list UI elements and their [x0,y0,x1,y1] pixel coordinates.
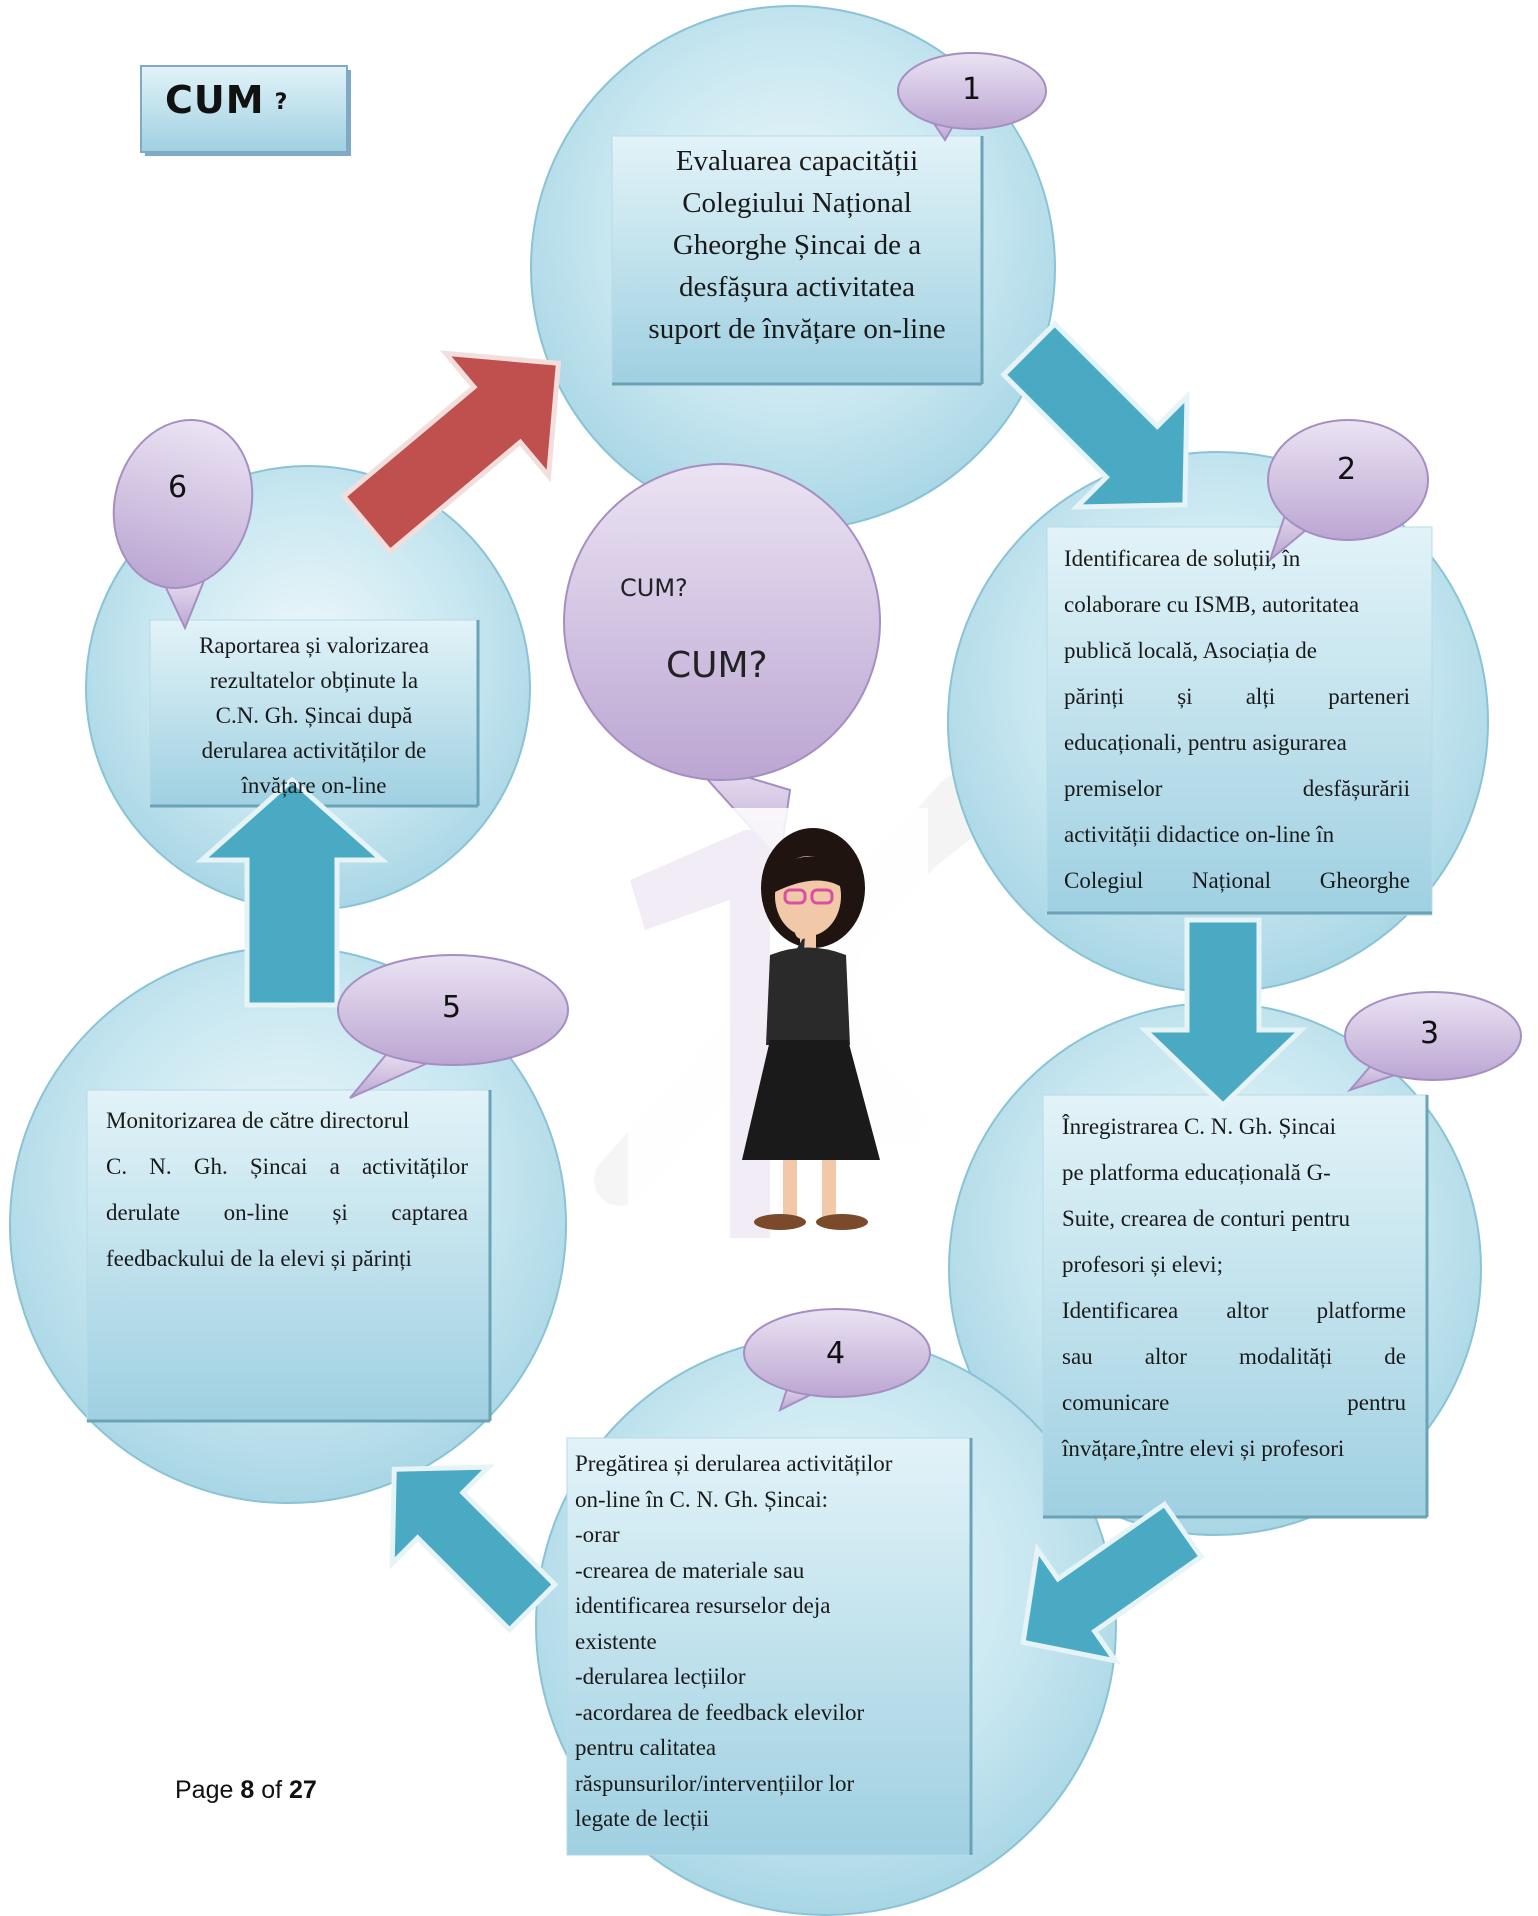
step-4-number: 4 [826,1336,846,1371]
arrow-4-to-5 [389,1464,559,1634]
page-title: CUM? [165,78,289,122]
step-5-line: C. N. Gh. Șincai a activităților [106,1154,468,1179]
step-6-bubble [112,419,254,631]
step-1-bubble [897,52,1047,142]
arrow-2-to-3 [1138,917,1308,1109]
step-2-box [1046,526,1433,916]
step-1-number: 1 [962,72,982,107]
arrow-3-to-4 [1020,1500,1205,1665]
step-4-line: identificarea resurselor deja [575,1593,831,1618]
step-2-line: educaționali, pentru asigurarea [1064,730,1347,755]
step-5-bubble [337,954,569,1099]
step-2-line: Identificarea de soluții, în [1064,546,1301,571]
step-2-number: 2 [1337,452,1357,487]
center-question-small: CUM? [620,574,688,602]
step-3-line: Înregistrarea C. N. Gh. Șincai [1062,1114,1337,1139]
step-5-line: Monitorizarea de către directorul [106,1108,410,1133]
step-3-text: Înregistrarea C. N. Gh. Șincai pe platfo… [1062,1104,1406,1472]
step-4-line: -derularea lecțiilor [575,1664,746,1689]
step-6-number: 6 [168,470,188,505]
step-2-bubble [1267,419,1429,564]
step-1-text: Evaluarea capacității Colegiului Naționa… [612,140,982,350]
step-2-line: Colegiul Național Gheorghe [1064,868,1410,893]
title-box [140,65,351,156]
step-3-line: învățare,între elevi și profesori [1062,1436,1345,1461]
step-2-line: publică locală, Asociația de [1064,638,1317,663]
arrow-5-to-6 [195,776,389,1008]
step-5-box [86,1089,491,1422]
step-3-line: pe platforma educațională G- [1062,1160,1331,1185]
step-4-line: -orar [575,1522,620,1547]
step-1-line: Gheorghe Șincai de a [672,229,922,261]
step-4-text: Pregătirea și derularea activităților on… [575,1446,967,1837]
step-5-text: Monitorizarea de către directorul C. N. … [106,1098,468,1282]
step-5-line: derulate on-line și captarea [106,1200,468,1225]
step-6-line: derularea activităților de [201,738,427,763]
step-1-line: desfășura activitatea [679,271,915,303]
step-3-line: sau altor modalități de [1062,1344,1406,1369]
step-4-line: răspunsurilor/intervențiilor lor [575,1770,855,1796]
step-6-line: învățare on-line [241,773,387,798]
step-4-bubble [743,1308,931,1412]
step-4-line: -acordarea de feedback elevilor [575,1699,865,1725]
step-1-line: Evaluarea capacității [675,145,919,177]
step-6-line: Raportarea și valorizarea [199,633,429,658]
page-number: Page 8 of 27 [175,1776,317,1804]
step-4-line: pentru calitatea [575,1735,717,1760]
step-4-line: existente [575,1628,657,1654]
step-6-box [149,619,479,807]
step-6-line: rezultatelor obținute la [209,668,419,693]
step-3-line: Identificarea altor platforme [1062,1298,1406,1323]
arrow-6-to-1 [340,350,562,556]
step-5-number: 5 [442,990,462,1025]
step-3-line: comunicare pentru [1062,1390,1406,1415]
step-3-line: profesori și elevi; [1062,1252,1223,1277]
step-4-line: on-line în C. N. Gh. Șincai: [575,1486,828,1512]
step-6-line: C.N. Gh. Șincai după [215,703,413,728]
step-4-line: legate de lecții [575,1806,710,1831]
step-5-line: feedbackului de la elevi și părinți [106,1246,412,1271]
step-3-line: Suite, crearea de conturi pentru [1062,1206,1351,1231]
arrow-1-to-2 [1000,320,1190,510]
step-6-text: Raportarea și valorizarea rezultatelor o… [150,628,478,798]
step-4-box [566,1437,972,1856]
step-4-line: Pregătirea și derularea activităților [575,1451,893,1476]
step-2-line: părinți și alți parteneri [1064,684,1410,709]
step-3-box [1042,1094,1428,1518]
step-3-bubble [1344,991,1522,1093]
step-3-number: 3 [1420,1016,1440,1051]
step-4-line: -crearea de materiale sau [575,1557,805,1583]
center-question-large: CUM? [666,645,768,686]
step-2-line: colaborare cu ISMB, autoritatea [1064,592,1360,617]
step-2-text: Identificarea de soluții, în colaborare … [1064,536,1410,904]
thinking-woman-icon [628,808,928,1258]
step-2-line: activității didactice on-line în [1064,822,1335,847]
step-1-line: Colegiului Național [682,187,912,219]
step-2-line: premiselor desfășurării [1064,776,1410,801]
step-1-line: suport de învățare on-line [648,313,946,345]
